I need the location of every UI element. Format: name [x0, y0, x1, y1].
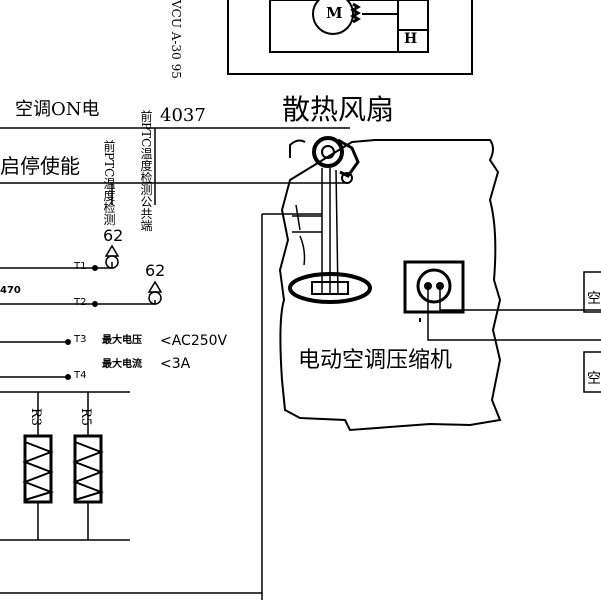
- motor-box: [269, 0, 429, 53]
- t4-label: T4: [74, 370, 87, 381]
- h-label: H: [404, 31, 418, 47]
- right-connector-1: [583, 271, 601, 313]
- t4-terminal: [65, 374, 71, 380]
- r5-resistor: [73, 434, 103, 504]
- compressor-title: 电动空调压缩机: [298, 348, 453, 373]
- ptc-sensor-wire-2: [95, 300, 156, 305]
- fan-connector-outer: [312, 136, 344, 168]
- ac-on-signal-label: 空调ON电: [15, 99, 100, 120]
- max-current-value: <3A: [160, 356, 191, 372]
- ptc-sensor-1-head: [105, 255, 119, 269]
- t2-label: T2: [74, 297, 87, 308]
- compressor-pin-wire-bottom: [427, 286, 601, 341]
- fan-title: 散热风扇: [282, 93, 395, 126]
- compressor-wire-d: [295, 204, 306, 266]
- right-connector-2: [583, 351, 601, 393]
- compressor-oval-connector: [288, 272, 372, 304]
- start-stop-enable-label: 启停使能: [0, 154, 80, 178]
- ptc-sensor-2: [147, 280, 163, 293]
- pin-62-b-label: 62: [145, 261, 166, 280]
- wire-4037-label: 4037: [160, 105, 206, 126]
- wire-470-label: 470: [0, 285, 21, 296]
- t1-label: T1: [74, 261, 87, 272]
- ptc-sensor-1: [104, 244, 120, 257]
- compressor-pin-wire-top: [439, 286, 601, 311]
- right-cut-label-1: 空: [587, 291, 601, 307]
- t3-terminal: [65, 339, 71, 345]
- t3-label: T3: [74, 334, 87, 345]
- vcu-model-label: VCU A-30 95: [169, 0, 183, 79]
- compressor-body: [278, 139, 502, 432]
- motor-label: M: [326, 4, 343, 22]
- r3-zigzag: [22, 441, 55, 501]
- compressor-square-socket: [416, 268, 452, 304]
- max-voltage-label: 最大电压: [102, 335, 142, 346]
- compressor-wire-c: [335, 169, 339, 296]
- motor-coil: [350, 2, 361, 24]
- right-cut-label-2: 空: [587, 371, 601, 387]
- pin-62-a-label: 62: [103, 226, 124, 245]
- r5-zigzag: [72, 441, 105, 501]
- front-ptc-temp-common-label: 前PTC温度检测公共端: [139, 110, 153, 232]
- ptc-sensor-2-head: [148, 291, 162, 305]
- r3-label: R3: [28, 408, 43, 427]
- vcu-box: [227, 0, 473, 75]
- max-voltage-value: <AC250V: [160, 333, 228, 349]
- r3-resistor: [23, 434, 53, 504]
- motor-symbol: [312, 0, 354, 35]
- max-current-label: 最大电流: [102, 359, 142, 370]
- fan-connector-pin: [341, 172, 353, 184]
- front-ptc-temp-detect-label: 前PTC温度检测: [102, 140, 116, 226]
- compressor-square-connector: [403, 260, 465, 314]
- r5-label: R5: [78, 408, 93, 427]
- compressor-oval-window: [311, 281, 349, 295]
